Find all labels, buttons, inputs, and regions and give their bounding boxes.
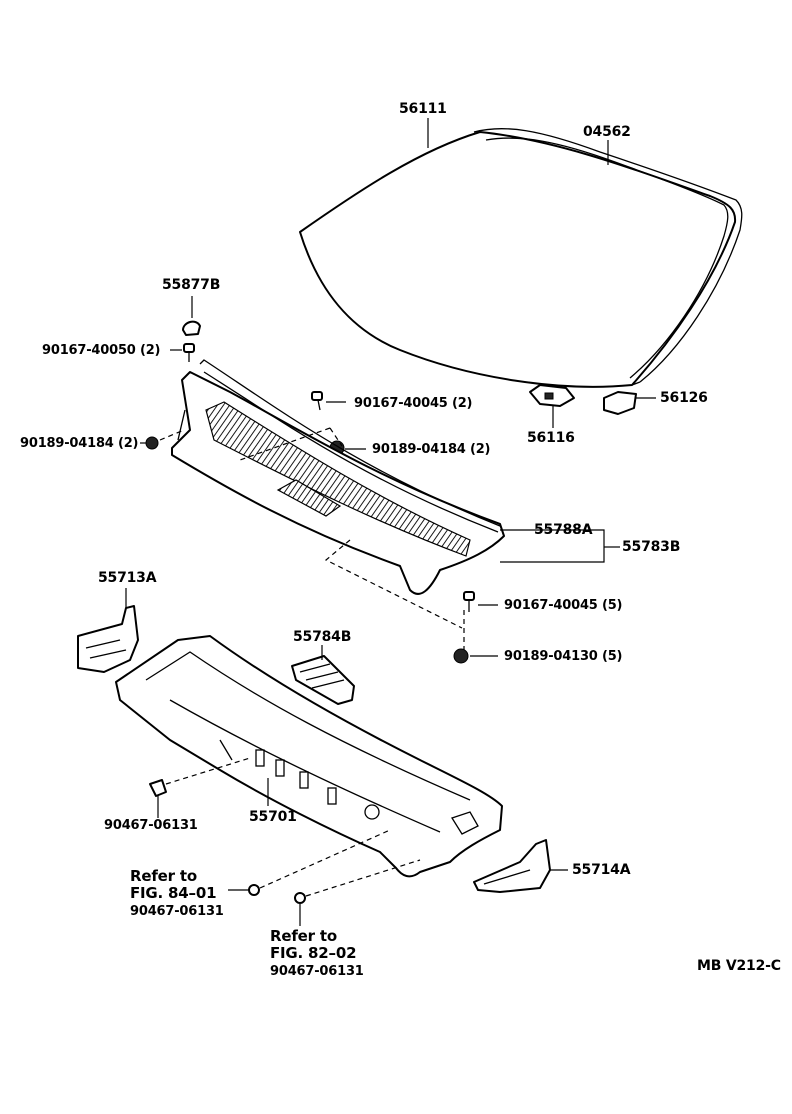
label-55701: 55701 xyxy=(249,809,297,825)
clip-refer-84-01 xyxy=(248,884,260,896)
label-04562: 04562 xyxy=(583,124,631,140)
label-90467-06131-c: 90467-06131 xyxy=(270,964,364,979)
diagram-code: MB V212-C xyxy=(697,958,781,974)
screw-90167-40050 xyxy=(183,343,195,362)
windshield-glass xyxy=(299,131,737,388)
label-55714a: 55714A xyxy=(572,862,631,878)
label-56116: 56116 xyxy=(527,430,575,446)
windshield-weatherstrip xyxy=(473,128,743,386)
label-55713a: 55713A xyxy=(98,570,157,586)
label-90167-40050: 90167-40050 (2) xyxy=(42,343,161,358)
clip-55877b xyxy=(182,320,201,336)
cowl-louver-assembly xyxy=(171,359,505,595)
clip-90467-06131-a xyxy=(149,779,167,797)
label-55784b: 55784B xyxy=(293,629,352,645)
clip-refer-82-02 xyxy=(294,892,306,904)
bracket-55714a xyxy=(473,839,551,893)
nut-90189-04130 xyxy=(453,648,469,664)
label-55788a: 55788A xyxy=(534,522,593,538)
label-fig-84-01: FIG. 84–01 xyxy=(130,884,217,902)
label-56126: 56126 xyxy=(660,390,708,406)
label-90189-04130-5: 90189-04130 (5) xyxy=(504,649,623,664)
label-90167-40045-2: 90167-40045 (2) xyxy=(354,396,473,411)
cowl-panel-55701 xyxy=(115,635,503,878)
label-90467-06131-b: 90467-06131 xyxy=(130,904,224,919)
label-90167-40045-5: 90167-40045 (5) xyxy=(504,598,623,613)
label-55783b: 55783B xyxy=(622,539,681,555)
bracket-56126 xyxy=(603,391,637,415)
bracket-55713a xyxy=(77,605,139,673)
screw-90167-40045-lower xyxy=(463,591,475,612)
label-90189-04184-right: 90189-04184 (2) xyxy=(372,442,491,457)
label-55877b: 55877B xyxy=(162,277,221,293)
label-fig-82-02: FIG. 82–02 xyxy=(270,944,357,962)
screw-90167-40045-top xyxy=(311,391,323,411)
label-90467-06131-a: 90467-06131 xyxy=(104,818,198,833)
nut-90189-04184-left xyxy=(145,436,159,450)
pad-55784b xyxy=(291,655,355,705)
label-56111: 56111 xyxy=(399,101,447,117)
label-refer-to-2: Refer to xyxy=(270,927,337,945)
bracket-56116 xyxy=(529,384,575,407)
label-refer-to-1: Refer to xyxy=(130,867,197,885)
label-90189-04184-left: 90189-04184 (2) xyxy=(20,436,139,451)
